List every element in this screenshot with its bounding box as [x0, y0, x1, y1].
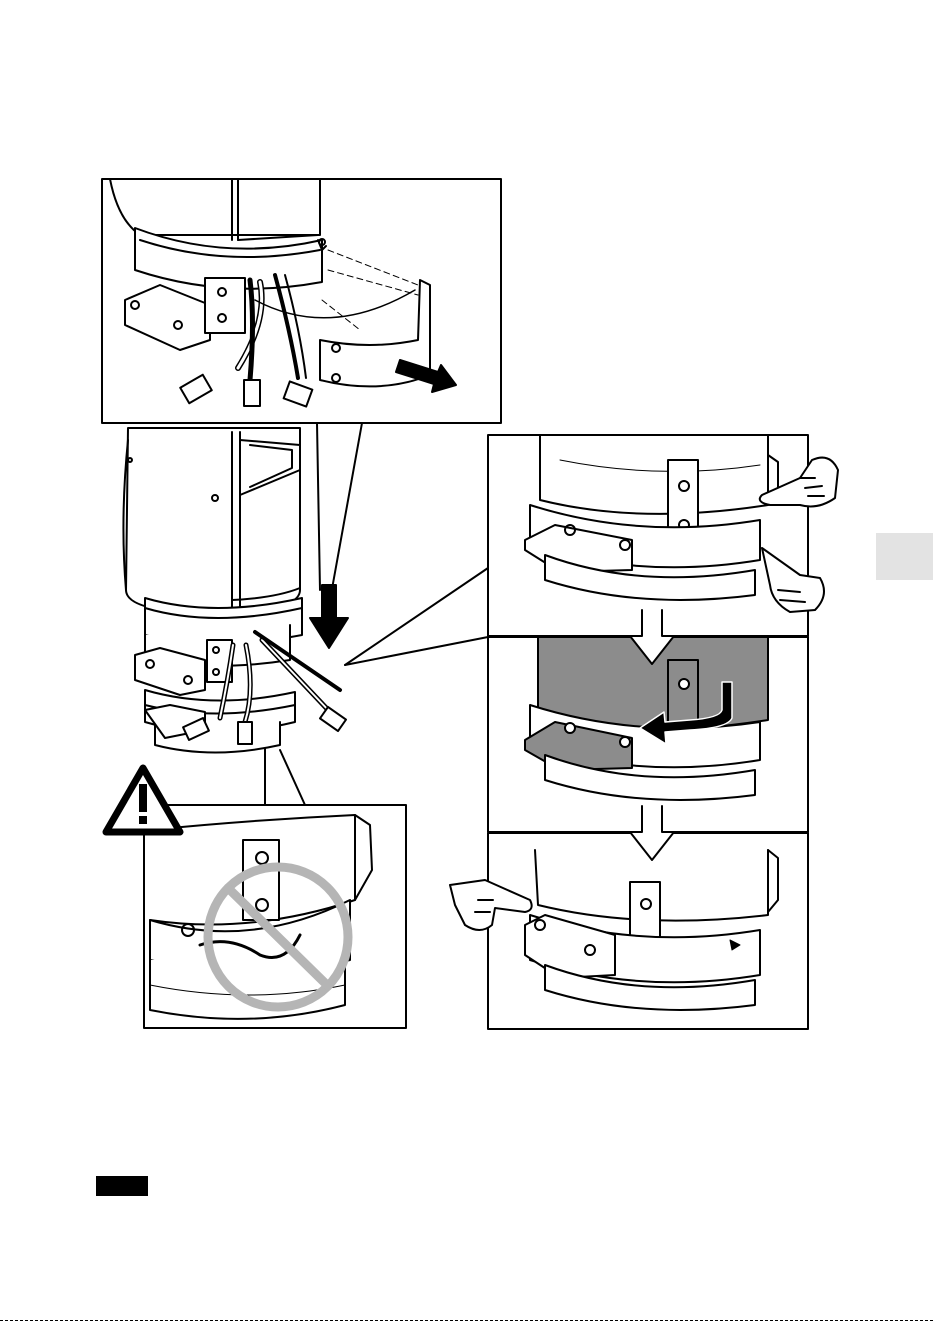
section-tab	[876, 533, 933, 580]
down-arrow-icon	[310, 585, 348, 648]
note-badge	[96, 1176, 148, 1196]
camera-assembly	[123, 428, 346, 753]
panel-rotate-base	[488, 637, 808, 832]
page-bottom-rule	[0, 1320, 933, 1321]
panel-remove-cover	[102, 179, 501, 423]
warning-triangle-icon	[106, 768, 180, 832]
panel-cable-pinch	[144, 805, 406, 1028]
panel-align-marks	[488, 435, 808, 636]
panel-locked	[488, 833, 808, 1029]
